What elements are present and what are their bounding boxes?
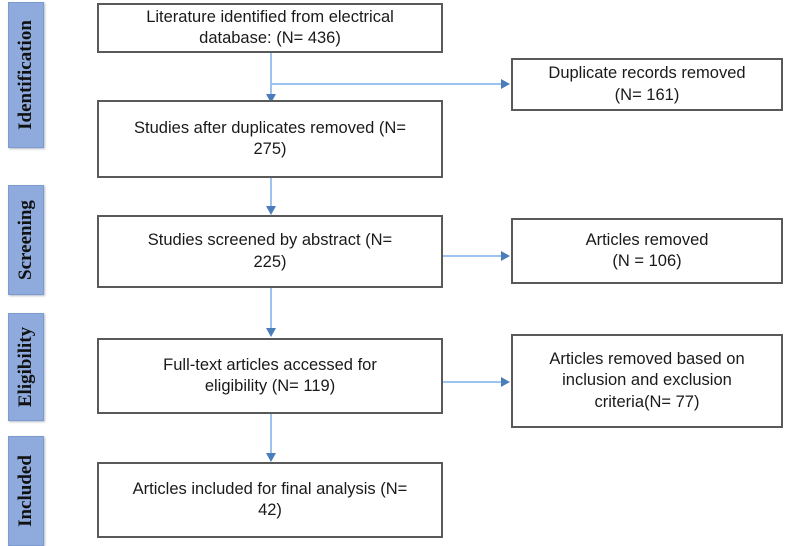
box-articles-removed-criteria: Articles removed based on inclusion and …	[511, 334, 783, 428]
connector-identified-to-duplicates-removed	[270, 52, 272, 99]
box-literature-identified: Literature identified from electrical da…	[97, 3, 443, 53]
box-studies-screened-abstract-text: Studies screened by abstract (N= 225)	[147, 231, 393, 271]
phase-label-eligibility-text: Eligibility	[15, 326, 36, 408]
box-articles-removed-text: Articles removed (N = 106)	[585, 230, 709, 270]
phase-label-included-text: Included	[15, 455, 36, 527]
box-articles-removed: Articles removed (N = 106)	[511, 218, 783, 284]
connector-fulltext-to-included	[270, 414, 272, 458]
box-studies-after-duplicates-text: Studies after duplicates removed (N= 275…	[134, 118, 406, 158]
connector-fulltext-to-criteria-removed	[441, 381, 503, 383]
box-studies-screened-abstract: Studies screened by abstract (N= 225)	[97, 215, 443, 288]
arrow-right-to-articles-removed	[501, 251, 510, 261]
phase-label-identification-text: Identification	[15, 20, 36, 130]
box-duplicate-records-removed: Duplicate records removed (N= 161)	[511, 58, 783, 111]
arrow-down-to-articles-included	[266, 453, 276, 462]
box-articles-included-final: Articles included for final analysis (N=…	[97, 462, 443, 538]
phase-label-identification: Identification	[8, 2, 44, 148]
arrow-right-to-duplicate-records	[501, 79, 510, 89]
phase-label-included: Included	[8, 436, 44, 546]
box-articles-included-final-text: Articles included for final analysis (N=…	[132, 479, 408, 519]
connector-branch-to-duplicate-records	[270, 83, 503, 85]
phase-label-screening-text: Screening	[15, 200, 36, 280]
box-duplicate-records-removed-text: Duplicate records removed (N= 161)	[548, 64, 746, 104]
connector-duplicates-to-screened	[270, 178, 272, 211]
connector-screened-to-fulltext	[270, 288, 272, 333]
box-literature-identified-text: Literature identified from electrical da…	[146, 7, 394, 47]
box-articles-removed-criteria-text: Articles removed based on inclusion and …	[549, 349, 745, 411]
arrow-down-to-studies-screened	[266, 206, 276, 215]
arrow-down-to-studies-after-duplicates	[266, 94, 276, 103]
connector-screened-to-articles-removed	[441, 255, 503, 257]
box-full-text-accessed-text: Full-text articles accessed for eligibil…	[163, 355, 377, 395]
arrow-right-to-criteria-removed	[501, 377, 510, 387]
phase-label-screening: Screening	[8, 185, 44, 295]
phase-label-eligibility: Eligibility	[8, 313, 44, 421]
box-full-text-accessed: Full-text articles accessed for eligibil…	[97, 338, 443, 414]
box-studies-after-duplicates: Studies after duplicates removed (N= 275…	[97, 100, 443, 178]
arrow-down-to-fulltext	[266, 328, 276, 337]
